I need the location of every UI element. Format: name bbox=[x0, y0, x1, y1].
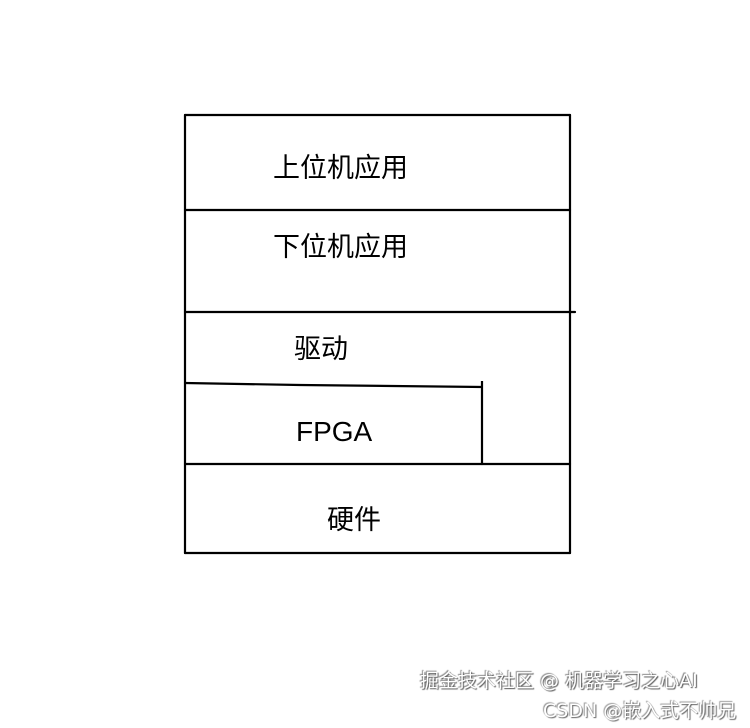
layer-driver: 驱动 bbox=[294, 334, 348, 365]
watermark-csdn: CSDN @嵌入式不帅兄 bbox=[543, 700, 737, 722]
layer-device-application: 下位机应用 bbox=[273, 232, 408, 263]
layer-fpga: FPGA bbox=[296, 416, 373, 447]
layer-host-application: 上位机应用 bbox=[273, 153, 408, 184]
layer-hardware: 硬件 bbox=[327, 505, 381, 536]
watermark-juejin: 掘金技术社区 @ 机器学习之心AI bbox=[420, 670, 698, 692]
fpga-box-edge bbox=[183, 381, 484, 466]
